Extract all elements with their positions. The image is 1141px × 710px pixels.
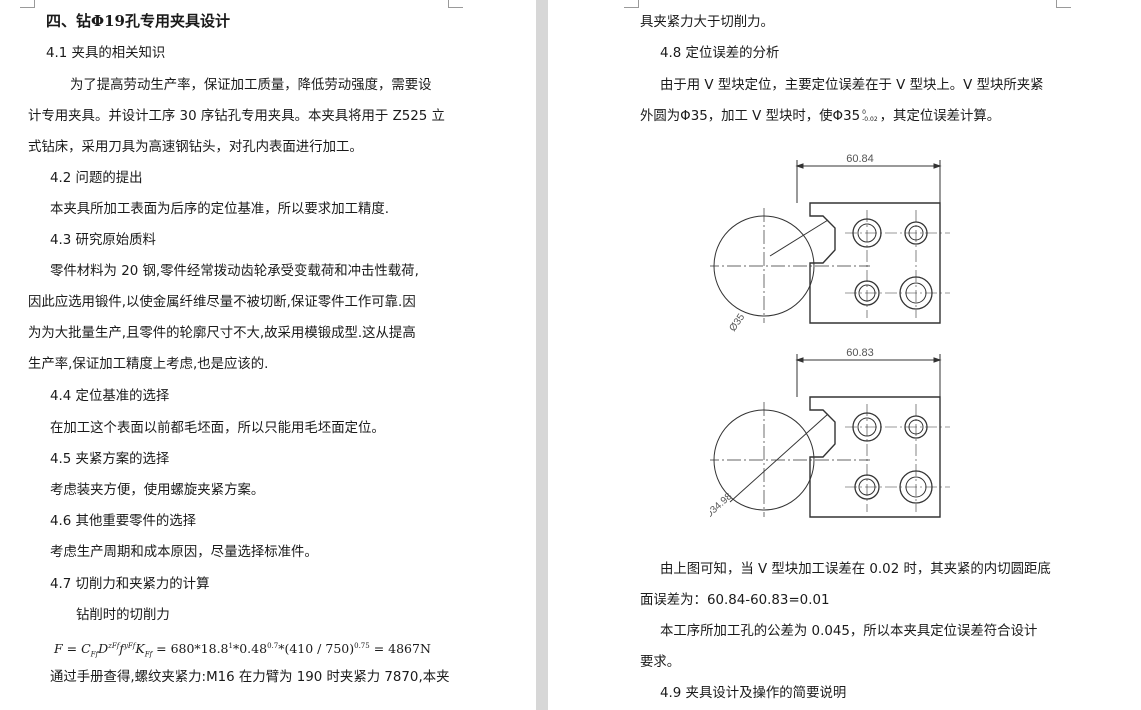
paragraph-line: 在加工这个表面以前都毛坯面，所以只能用毛坯面定位。	[50, 421, 385, 436]
paragraph-line: 因此应选用锻件,以使金属纤维尽量不被切断,保证零件工作可靠.因	[28, 295, 416, 310]
v-block-outline	[809, 202, 941, 324]
paragraph-line: 考虑生产周期和成本原因，尽量选择标准件。	[50, 545, 318, 560]
paragraph-line: 本夹具所加工表面为后序的定位基准，所以要求加工精度.	[50, 202, 390, 217]
paragraph-line: 面误差为：60.84-60.83=0.01	[640, 593, 830, 608]
v-block-drawing-1: 60.84 Ø35	[710, 153, 950, 334]
dimension-arrows	[795, 163, 942, 169]
diameter-leader	[769, 219, 829, 257]
paragraph-line: 由上图可知，当 V 型块加工误差在 0.02 时，其夹紧的内切圆距底	[660, 562, 1051, 577]
section-4-7-heading: 4.7 切削力和夹紧力的计算	[50, 577, 210, 592]
section-4-5-heading: 4.5 夹紧方案的选择	[50, 452, 170, 467]
section-4-1-heading: 4.1 夹具的相关知识	[46, 46, 166, 61]
dimension-arrows	[795, 357, 942, 363]
right-page: 具夹紧力大于切削力。 4.8 定位误差的分析 由于用 V 型块定位，主要定位误差…	[548, 0, 1141, 710]
paragraph-line: 由于用 V 型块定位，主要定位误差在于 V 型块上。V 型块所夹紧	[660, 78, 1044, 93]
crop-mark	[1056, 0, 1071, 8]
paragraph-line: 生产率,保证加工精度上考虑,也是应该的.	[28, 357, 269, 372]
cutting-force-formula: F = CFfDzFffyFfKFf = 680*18.81*0.480.7*(…	[54, 641, 431, 659]
paragraph-line: 要求。	[640, 655, 681, 670]
paragraph-line: 式钻床，采用刀具为高速钢钻头，对孔内表面进行加工。	[28, 140, 363, 155]
dimension-label-diameter: Ø35	[727, 312, 747, 334]
page-gutter	[536, 0, 548, 710]
section-4-6-heading: 4.6 其他重要零件的选择	[50, 514, 197, 529]
crop-mark	[20, 0, 35, 8]
tolerance-upper: 0	[862, 109, 866, 116]
paragraph-line: 具夹紧力大于切削力。	[640, 15, 774, 30]
paragraph-line: 为为大批量生产,且零件的轮廓尺寸不大,故采用模锻成型.这从提高	[28, 326, 416, 341]
dimension-label-diameter: Ø34.98	[710, 491, 735, 521]
section-4-9-heading: 4.9 夹具设计及操作的简要说明	[660, 686, 847, 701]
paragraph-line: 考虑装夹方便，使用螺旋夹紧方案。	[50, 483, 265, 498]
hole-center-lines	[845, 404, 950, 512]
paragraph-line: 钻削时的切削力	[76, 608, 170, 623]
v-block-drawing-2: 60.83 Ø34.98	[710, 347, 950, 521]
paragraph-line: 通过手册查得,螺纹夹紧力:M16 在力臂为 190 时夹紧力 7870,本夹	[50, 670, 450, 685]
paragraph-line: 计专用夹具。并设计工序 30 序钻孔专用夹具。本夹具将用于 Z525 立	[28, 109, 445, 124]
chapter-heading: 四、钻Φ19孔专用夹具设计	[46, 12, 230, 30]
paragraph-line: 零件材料为 20 钢,零件经常拨动齿轮承受变载荷和冲击性载荷,	[50, 264, 419, 279]
section-4-2-heading: 4.2 问题的提出	[50, 171, 143, 186]
dimension-label-top: 60.83	[846, 347, 874, 359]
section-4-3-heading: 4.3 研究原始质料	[50, 233, 156, 248]
paragraph-line: 为了提高劳动生产率，保证加工质量，降低劳动强度，需要设	[70, 78, 432, 93]
section-4-4-heading: 4.4 定位基准的选择	[50, 389, 170, 404]
crop-mark	[624, 0, 639, 8]
hole-center-lines	[845, 210, 950, 318]
crop-mark	[448, 0, 463, 8]
dimension-label-top: 60.84	[846, 153, 874, 165]
left-page: 四、钻Φ19孔专用夹具设计 4.1 夹具的相关知识 为了提高劳动生产率，保证加工…	[0, 0, 536, 710]
paragraph-line: 本工序所加工孔的公差为 0.045，所以本夹具定位误差符合设计	[660, 624, 1038, 639]
diameter-leader	[729, 413, 829, 503]
section-4-8-heading: 4.8 定位误差的分析	[660, 46, 780, 61]
tolerance-lower: -0.02	[862, 116, 878, 123]
v-block-outline	[809, 396, 941, 518]
